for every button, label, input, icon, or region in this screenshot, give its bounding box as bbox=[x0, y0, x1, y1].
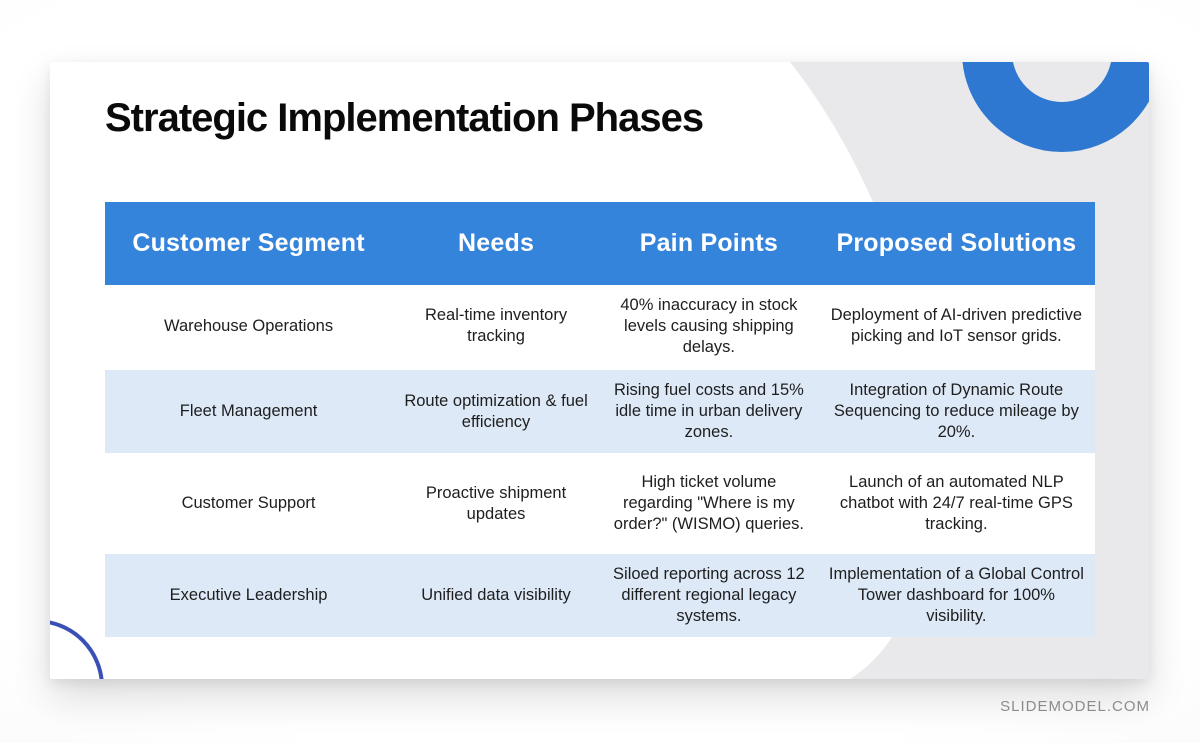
column-header-pain-points: Pain Points bbox=[639, 229, 779, 257]
presentation-slide: Strategic Implementation Phases Customer… bbox=[50, 62, 1149, 679]
cell-needs: Real-time inventory tracking bbox=[424, 306, 568, 345]
slidemodel-watermark: SLIDEMODEL.COM bbox=[1000, 698, 1150, 715]
cell-needs: Unified data visibility bbox=[421, 586, 571, 604]
column-header-proposed-solutions: Proposed Solutions bbox=[836, 229, 1077, 257]
cell-segment: Customer Support bbox=[181, 494, 316, 512]
cell-pain-points: 40% inaccuracy in stock levels causing s… bbox=[620, 295, 798, 356]
cell-needs: Route optimization & fuel efficiency bbox=[404, 391, 588, 431]
cell-solution: Launch of an automated NLP chatbot with … bbox=[839, 473, 1073, 533]
cell-pain-points: Rising fuel costs and 15% idle time in u… bbox=[613, 381, 804, 441]
donut-ring-shape bbox=[962, 62, 1149, 152]
cell-solution: Integration of Dynamic Route Sequencing … bbox=[833, 381, 1079, 441]
corner-arc-shape bbox=[50, 620, 104, 679]
segments-table: Customer Segment Needs Pain Points Propo… bbox=[105, 202, 1095, 637]
column-header-needs: Needs bbox=[458, 229, 535, 257]
table-header-row: Customer Segment Needs Pain Points Propo… bbox=[105, 202, 1095, 285]
cell-needs: Proactive shipment updates bbox=[425, 483, 567, 523]
cell-pain-points: High ticket volume regarding "Where is m… bbox=[613, 473, 804, 533]
cell-pain-points: Siloed reporting across 12 different reg… bbox=[613, 565, 805, 625]
table-row-executive-leadership: Executive Leadership Unified data visibi… bbox=[105, 551, 1095, 637]
table-row-warehouse-operations: Warehouse Operations Real-time inventory… bbox=[105, 285, 1095, 367]
cell-solution: Implementation of a Global Control Tower… bbox=[828, 565, 1084, 625]
column-header-customer-segment: Customer Segment bbox=[132, 229, 365, 257]
cell-solution: Deployment of AI-driven predictive picki… bbox=[830, 306, 1083, 345]
table-row-customer-support: Customer Support Proactive shipment upda… bbox=[105, 453, 1095, 551]
table-row-fleet-management: Fleet Management Route optimization & fu… bbox=[105, 367, 1095, 453]
cell-segment: Executive Leadership bbox=[169, 586, 328, 604]
slide-title: Strategic Implementation Phases bbox=[105, 96, 704, 140]
cell-segment: Warehouse Operations bbox=[164, 316, 334, 335]
cell-segment: Fleet Management bbox=[179, 402, 318, 420]
